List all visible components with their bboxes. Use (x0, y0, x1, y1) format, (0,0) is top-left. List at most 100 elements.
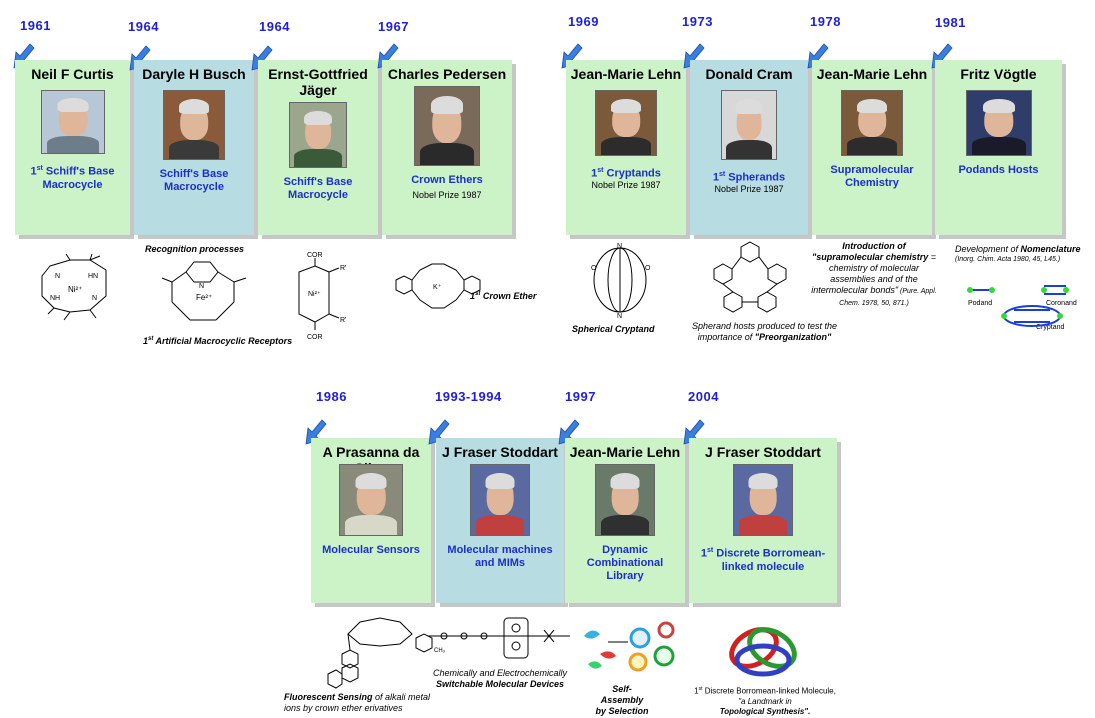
contribution-label: Podands Hosts (958, 164, 1039, 176)
jager-r-bottom: R' (340, 317, 346, 324)
portrait-hair (57, 98, 89, 113)
contribution-text: Dynamic Combinational Library (565, 544, 685, 583)
caption-artificial-receptors: 1st Artificial Macrocyclic Receptors (143, 334, 292, 347)
curtis-n1-label: N (55, 273, 60, 280)
contribution-pre: 1 (30, 165, 37, 178)
person-name: Neil F Curtis (31, 66, 114, 82)
contribution-text: Molecular Sensors (311, 544, 431, 557)
curtis-structure: Ni²⁺ N N NH HN (41, 253, 107, 321)
portrait-body (168, 139, 220, 159)
contribution-sup: st (36, 165, 43, 172)
contribution-sup: st (718, 171, 726, 178)
contribution-label: Spherands (728, 171, 786, 184)
portrait-body (420, 143, 474, 165)
fluorescent-sensor-structure: CH₃ (327, 617, 446, 689)
cryptand-o-left: O (591, 265, 597, 272)
jager-ni-label: Ni²⁺ (308, 291, 321, 298)
contribution-label: Cryptands (606, 167, 661, 180)
portrait-photo (841, 90, 903, 156)
portrait-photo (470, 464, 530, 536)
caption-self-assembly: Self-Assembly by Selection (592, 684, 652, 717)
contribution-sup: st (597, 167, 604, 174)
person-name: Jean-Marie Lehn (570, 66, 682, 82)
nomenclature-diagram (967, 285, 1069, 327)
jager-cor-bottom: COR (307, 334, 323, 341)
row2-year-2: 1997 (565, 389, 596, 404)
portrait-photo (721, 90, 777, 160)
portrait-body (46, 135, 100, 153)
person-name: Daryle H Busch (142, 66, 246, 82)
caption-nomen-a: Development of (955, 244, 1021, 254)
borromean-rings-graphic (729, 627, 797, 677)
jager-r-top: R' (340, 265, 346, 272)
caption-spherical-cryptand: Spherical Cryptand (572, 324, 655, 334)
row1-year-0: 1961 (20, 18, 51, 33)
caption-spherand-line2: importance of "Preorganization" (682, 332, 847, 343)
cryptand-o-right: O (645, 265, 651, 272)
contribution-pre: 1 (712, 171, 719, 184)
person-name: J Fraser Stoddart (705, 444, 821, 460)
portrait-photo (41, 90, 105, 154)
curtis-n2-label: N (92, 295, 97, 302)
caption-artificial-pre: 1 (143, 336, 149, 346)
portrait-hair (735, 99, 763, 115)
portrait-body (294, 149, 342, 167)
contribution-text: Supramolecular Chemistry (812, 164, 932, 190)
contribution-label: Schiff's Base Macrocycle (283, 176, 353, 201)
caption-switch-a: Chemically and Electrochemically (432, 668, 568, 678)
contribution-text: 1st Discrete Borromean-linked molecule (689, 544, 837, 574)
portrait-body (344, 515, 398, 535)
row2-year-0: 1986 (316, 389, 347, 404)
caption-intro-b: "supramolecular chemistry (811, 252, 929, 262)
sensor-ch3-label: CH₃ (434, 648, 446, 654)
busch-fe-label: Fe²⁺ (196, 293, 212, 302)
contribution-label: Supramolecular Chemistry (830, 164, 914, 189)
contribution-label: Schiff's Base Macrocycle (42, 165, 115, 191)
portrait-hair (857, 98, 887, 113)
caption-spherand-c: "Preorganization" (754, 332, 832, 342)
person-name: J Fraser Stoddart (442, 444, 558, 460)
portrait-hair (748, 473, 778, 489)
curtis-nh1-label: NH (50, 295, 60, 302)
portrait-hair (983, 98, 1015, 113)
portrait-photo (595, 90, 657, 156)
portrait-hair (610, 473, 640, 489)
row1-year-3: 1967 (378, 19, 409, 34)
caption-borromean: 1st Discrete Borromean-linked Molecule, … (690, 684, 840, 717)
caption-crown-ether: 1st Crown Ether (470, 289, 536, 302)
spherand-structure (713, 241, 787, 313)
row1-card-0: Neil F Curtis 1st Schiff's Base Macrocycl… (15, 60, 130, 235)
curtis-ni-label: Ni²⁺ (68, 285, 82, 294)
caption-switch-b: Switchable Molecular Devices (435, 679, 565, 689)
portrait-photo (414, 86, 480, 166)
caption-introduction: Introduction of "supramolecular chemistr… (808, 241, 940, 309)
portrait-body (972, 137, 1026, 155)
row1-year-2: 1964 (259, 19, 290, 34)
caption-switchable: Chemically and Electrochemically Switcha… (420, 668, 580, 690)
portrait-photo (733, 464, 793, 536)
portrait-hair (355, 473, 387, 489)
cryptand-structure: N N O O (591, 243, 651, 320)
row1-year-6: 1978 (810, 14, 841, 29)
caption-spherand-b: importance of (697, 332, 755, 342)
contribution-pre: 1 (700, 547, 707, 560)
caption-recognition: Recognition processes (145, 244, 245, 254)
caption-spherand-line1: Spherand hosts produced to test the (691, 321, 838, 331)
row2-card-3: J Fraser Stoddart 1st Discrete Borromean-… (689, 438, 837, 603)
row1-year-7: 1981 (935, 15, 966, 30)
label-podand: Podand (968, 300, 993, 307)
contribution-text: Schiff's Base Macrocycle (258, 176, 378, 202)
self-assembly-graphic (584, 621, 675, 672)
portrait-photo (595, 464, 655, 536)
jager-cor-top: COR (307, 252, 323, 259)
person-name: Fritz Vögtle (960, 66, 1037, 82)
caption-borro-a: Discrete Borromean-linked Molecule, (702, 686, 836, 696)
portrait-hair (304, 110, 332, 125)
contribution-text: Podands Hosts (935, 164, 1062, 177)
person-name: Jean-Marie Lehn (569, 444, 681, 460)
